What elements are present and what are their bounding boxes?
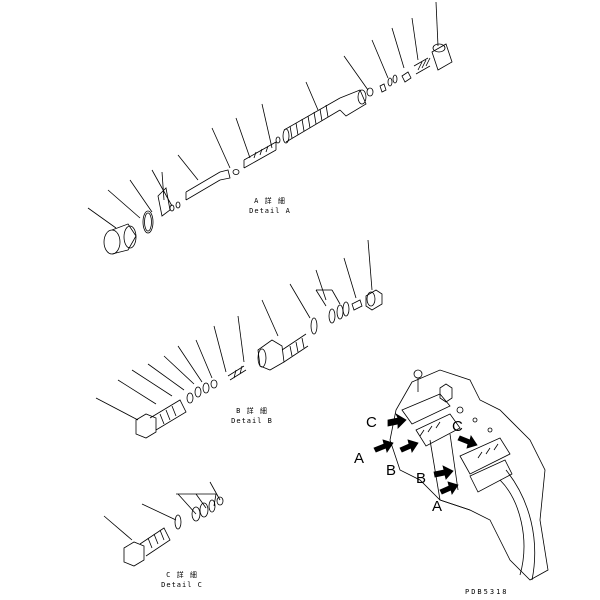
callout-a-right: A bbox=[432, 498, 443, 515]
callout-b-right: B bbox=[416, 470, 427, 487]
o-ring bbox=[142, 210, 154, 234]
detail-b-subtitle: Detail B bbox=[231, 417, 273, 425]
detail-c-subtitle: Detail C bbox=[161, 581, 203, 589]
callout-b-left: B bbox=[386, 462, 397, 479]
callout-c-right: C bbox=[452, 418, 463, 435]
drawing-code: PDB5318 bbox=[465, 588, 509, 596]
cap-b bbox=[365, 289, 383, 311]
spool-b bbox=[257, 333, 309, 371]
arrow-icons bbox=[373, 412, 478, 495]
arrow-icon bbox=[439, 481, 459, 495]
detail-c-title: C 詳 細 bbox=[166, 571, 198, 579]
arrow-icon bbox=[387, 412, 407, 429]
callout-c-left: C bbox=[366, 414, 377, 431]
plug-c bbox=[123, 541, 145, 567]
spring-a bbox=[282, 89, 367, 144]
arrow-icon bbox=[399, 439, 419, 453]
detail-a-subtitle: Detail A bbox=[249, 207, 291, 215]
detail-c-caption: C 詳 細 Detail C bbox=[152, 570, 212, 590]
callout-a-left: A bbox=[354, 450, 365, 467]
sleeve bbox=[431, 43, 453, 71]
arrow-icon bbox=[433, 465, 454, 480]
arrow-icon bbox=[373, 439, 394, 453]
valve-overview bbox=[373, 369, 549, 581]
detail-a-assembly bbox=[87, 1, 453, 255]
detail-b-assembly bbox=[95, 239, 383, 439]
detail-a-caption: A 詳 細 Detail A bbox=[240, 196, 300, 216]
nut-part bbox=[103, 223, 137, 255]
piston bbox=[185, 169, 231, 201]
leader-lines-a bbox=[87, 1, 439, 229]
detail-a-title: A 詳 細 bbox=[254, 197, 286, 205]
detail-b-title: B 詳 細 bbox=[236, 407, 268, 415]
detail-c-assembly bbox=[103, 481, 224, 567]
spool bbox=[243, 141, 277, 169]
leader-lines-b bbox=[95, 239, 373, 421]
plug-b bbox=[135, 413, 157, 439]
detail-b-caption: B 詳 細 Detail B bbox=[222, 406, 282, 426]
arrow-icon bbox=[457, 435, 478, 449]
